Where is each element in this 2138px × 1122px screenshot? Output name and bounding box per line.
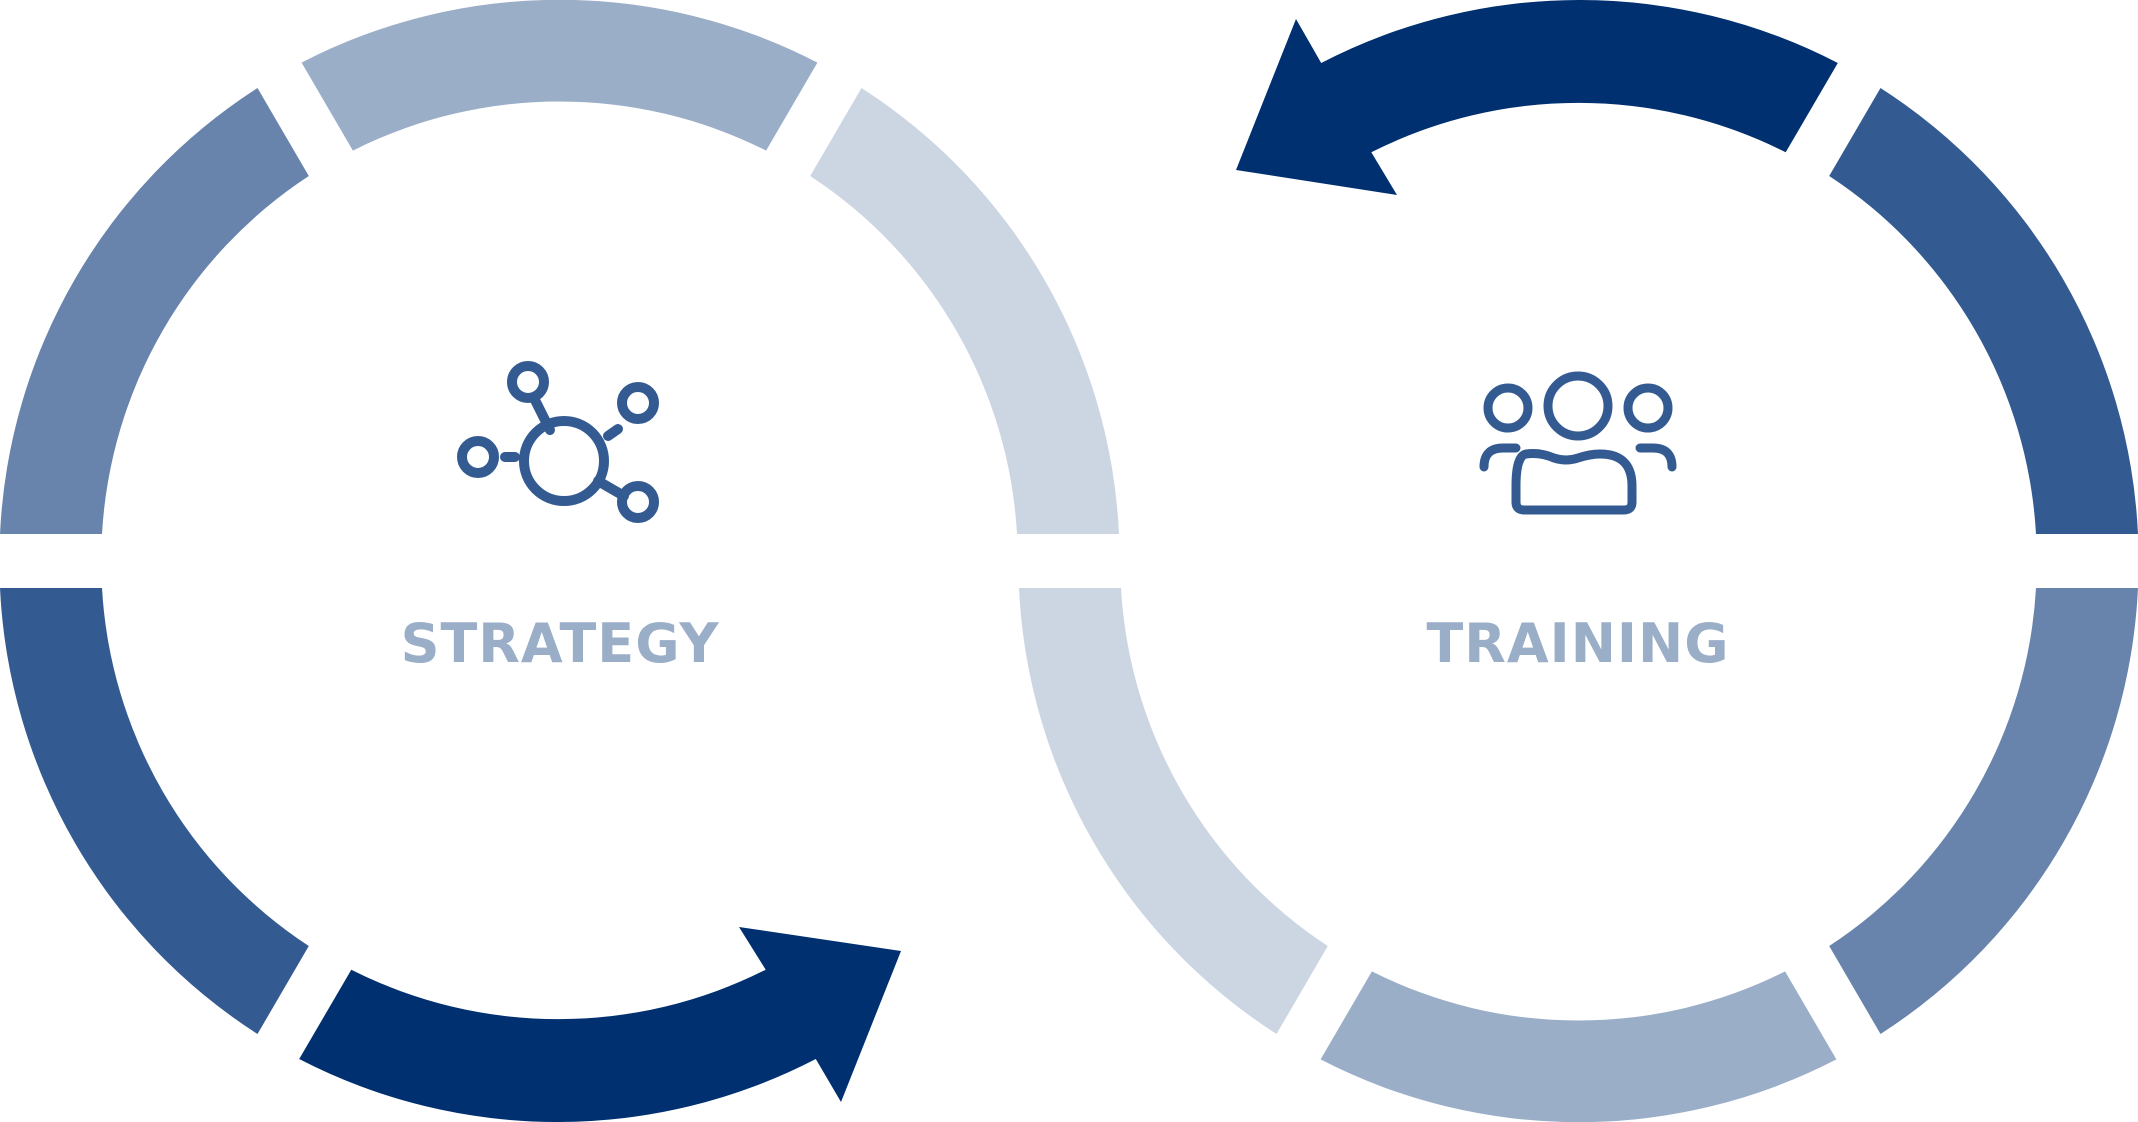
strategy-arc-top-right bbox=[810, 88, 1119, 534]
strategy-arc-top-left bbox=[0, 88, 309, 534]
network-nodes-icon bbox=[457, 361, 659, 523]
strategy-arc-bottom-left bbox=[0, 588, 309, 1034]
strategy-arrow-bottom bbox=[299, 927, 901, 1122]
training-arrow-top bbox=[1236, 0, 1838, 195]
training-label: TRAINING bbox=[1426, 612, 1730, 675]
user-group-icon bbox=[1479, 371, 1677, 515]
strategy-arc-top bbox=[301, 0, 818, 151]
strategy-label: STRATEGY bbox=[400, 612, 720, 675]
strategy-loop bbox=[0, 0, 1119, 1122]
training-arc-bottom-right bbox=[1829, 588, 2138, 1034]
training-arc-bottom bbox=[1320, 971, 1837, 1122]
training-arc-top-right bbox=[1829, 88, 2138, 534]
training-arc-bottom-left bbox=[1019, 588, 1328, 1034]
training-loop bbox=[1019, 0, 2138, 1122]
